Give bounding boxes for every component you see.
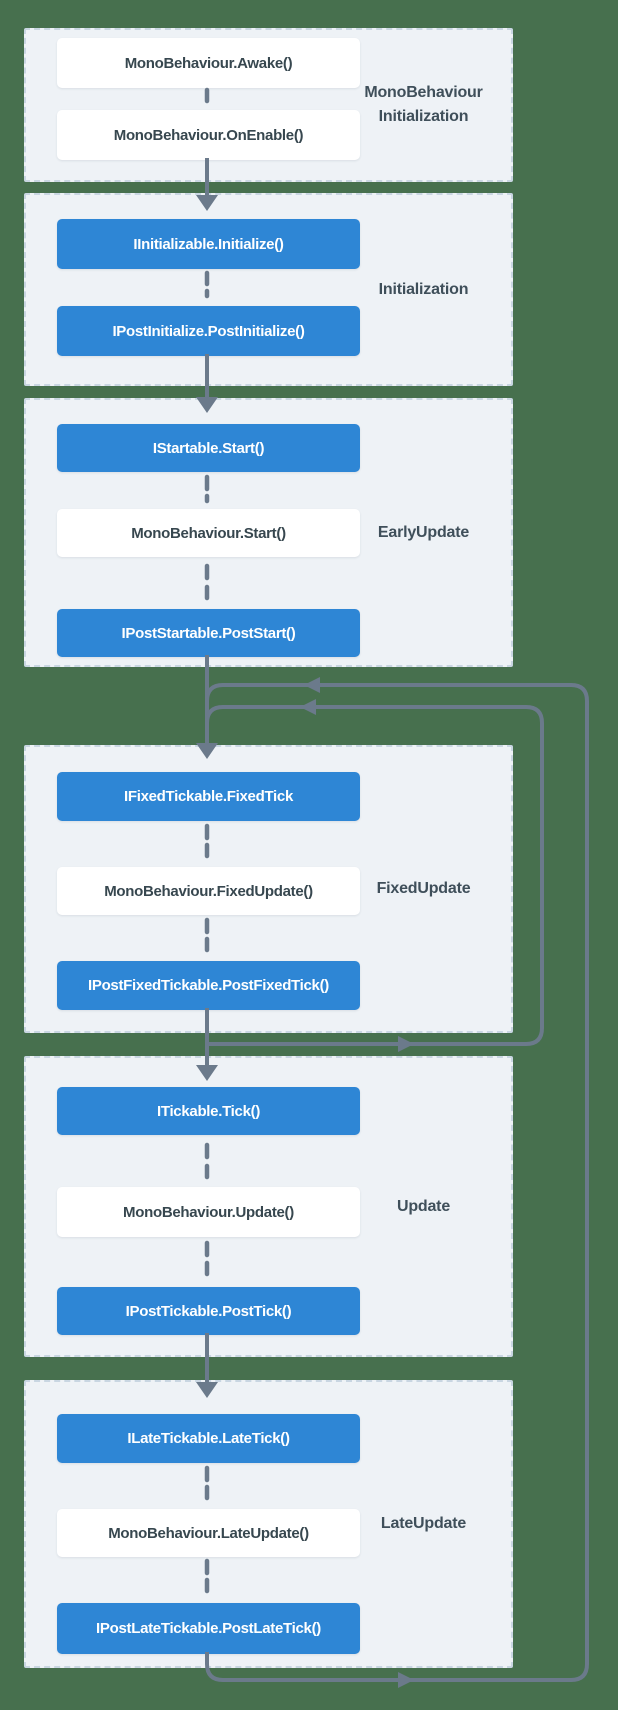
node-label: MonoBehaviour.OnEnable()	[113, 126, 304, 144]
node-ipostfixedtickable-postfixedtick: IPostFixedTickable.PostFixedTick()	[57, 961, 360, 1010]
node-istartable-start: IStartable.Start()	[57, 424, 360, 472]
node-ipoststartable-poststart: IPostStartable.PostStart()	[57, 609, 360, 657]
node-label: IPostInitialize.PostInitialize()	[112, 322, 305, 340]
node-monobehaviour-update: MonoBehaviour.Update()	[57, 1187, 360, 1237]
arrowhead-left-icon	[300, 699, 316, 715]
node-ilatetickable-latetick: ILateTickable.LateTick()	[57, 1414, 360, 1463]
node-label: MonoBehaviour.Update()	[123, 1203, 294, 1221]
node-monobehaviour-lateupdate: MonoBehaviour.LateUpdate()	[57, 1509, 360, 1557]
node-iposttickable-posttick: IPostTickable.PostTick()	[57, 1287, 360, 1335]
section-label: LateUpdate	[336, 1382, 511, 1666]
node-label: IPostStartable.PostStart()	[121, 624, 296, 642]
section-label-line: LateUpdate	[380, 1515, 467, 1532]
node-itickable-tick: ITickable.Tick()	[57, 1087, 360, 1135]
section-label-line: Update	[396, 1197, 451, 1215]
node-monobehaviour-start: MonoBehaviour.Start()	[57, 509, 360, 557]
node-ipostinitialize-postinitialize: IPostInitialize.PostInitialize()	[57, 306, 360, 356]
node-label: IStartable.Start()	[152, 439, 265, 457]
node-label: ITickable.Tick()	[156, 1102, 261, 1120]
node-label: IPostTickable.PostTick()	[125, 1302, 292, 1320]
node-label: MonoBehaviour.LateUpdate()	[108, 1524, 309, 1542]
node-label: MonoBehaviour.Start()	[131, 524, 286, 542]
node-label: MonoBehaviour.FixedUpdate()	[104, 882, 313, 900]
node-label: MonoBehaviour.Awake()	[124, 54, 293, 72]
section-update: ITickable.Tick() MonoBehaviour.Update() …	[24, 1056, 513, 1357]
section-earlyupdate: IStartable.Start() MonoBehaviour.Start()…	[24, 398, 513, 667]
section-lateupdate: ILateTickable.LateTick() MonoBehaviour.L…	[24, 1380, 513, 1668]
arrowhead-left-icon	[304, 677, 320, 693]
section-label-line: MonoBehaviour	[364, 84, 483, 101]
section-label: MonoBehaviour Initialization	[336, 30, 511, 180]
section-label-line: Initialization	[378, 108, 469, 125]
section-fixedupdate: IFixedTickable.FixedTick MonoBehaviour.F…	[24, 745, 513, 1033]
section-initialization: IInitializable.Initialize() IPostInitial…	[24, 193, 513, 386]
section-monobehaviour-initialization: MonoBehaviour.Awake() MonoBehaviour.OnEn…	[24, 28, 513, 182]
section-label: FixedUpdate	[336, 747, 511, 1031]
node-monobehaviour-awake: MonoBehaviour.Awake()	[57, 38, 360, 88]
node-ifixedtickable-fixedtick: IFixedTickable.FixedTick	[57, 772, 360, 821]
node-label: ILateTickable.LateTick()	[127, 1430, 290, 1447]
section-label: Update	[336, 1058, 511, 1355]
section-label-line: FixedUpdate	[376, 880, 471, 897]
node-label: IInitializable.Initialize()	[133, 235, 284, 253]
node-iinitializable-initialize: IInitializable.Initialize()	[57, 219, 360, 269]
section-label-line: Initialization	[378, 280, 469, 298]
section-label-line: EarlyUpdate	[377, 523, 470, 541]
node-label: IFixedTickable.FixedTick	[124, 788, 293, 805]
section-label: EarlyUpdate	[336, 400, 511, 665]
arrowhead-right-icon	[398, 1036, 414, 1052]
node-label: IPostLateTickable.PostLateTick()	[96, 1620, 321, 1637]
node-ipostlatetickable-postlatetick: IPostLateTickable.PostLateTick()	[57, 1603, 360, 1654]
node-label: IPostFixedTickable.PostFixedTick()	[88, 977, 329, 994]
section-label: Initialization	[336, 195, 511, 384]
arrowhead-right-icon	[398, 1672, 414, 1688]
node-monobehaviour-onenable: MonoBehaviour.OnEnable()	[57, 110, 360, 160]
node-monobehaviour-fixedupdate: MonoBehaviour.FixedUpdate()	[57, 867, 360, 915]
